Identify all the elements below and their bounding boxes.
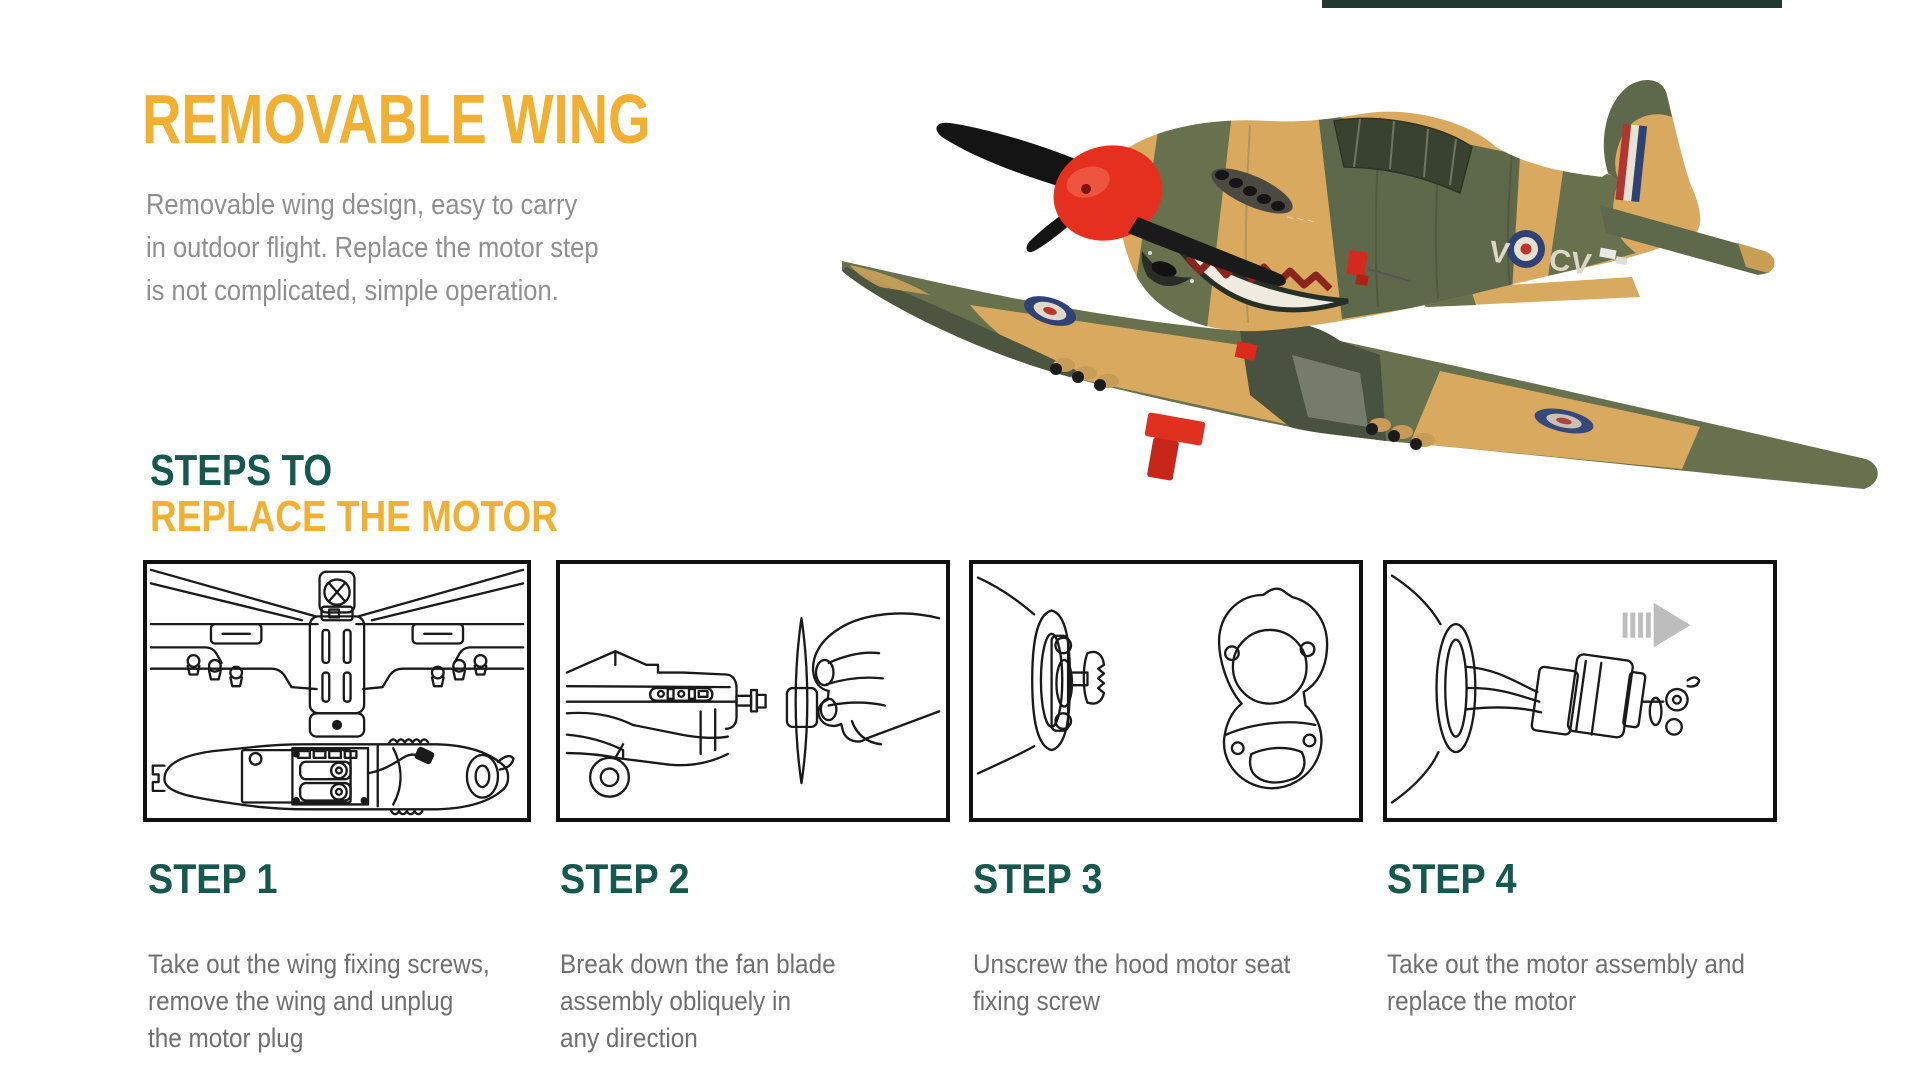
- wing-roundel-right: [1534, 408, 1594, 434]
- step-2-illustration-box: [556, 560, 950, 822]
- hand-pulling-propeller-diagram: [565, 612, 941, 798]
- step-2-caption-line-2: assembly obliquely in: [560, 986, 791, 1016]
- fuselage-code-left: V: [1487, 235, 1511, 270]
- exhaust-stubs: [1211, 168, 1293, 214]
- fuselage-code-right: CV: [1547, 243, 1593, 281]
- fuselage-red-latch: [1346, 250, 1411, 286]
- fin-flash: [1615, 123, 1648, 202]
- hero-description: Removable wing design, easy to carry in …: [146, 184, 599, 313]
- motor-assembly-removal-diagram: [1390, 574, 1701, 804]
- wing-underside-diagram: [149, 568, 525, 816]
- canopy: [1333, 117, 1473, 195]
- propeller-blade-upper: [936, 122, 1094, 195]
- chin-intake: [1141, 251, 1194, 286]
- step-4-caption-line-1: Take out the motor assembly and: [1387, 949, 1745, 979]
- step-2-caption-line-3: any direction: [560, 1023, 698, 1053]
- step-1-caption: Take out the wing fixing screws, remove …: [148, 946, 490, 1057]
- step-3-illustration-box: [969, 560, 1363, 822]
- step-1-caption-line-2: remove the wing and unplug: [148, 986, 454, 1016]
- step-3-caption-line-1: Unscrew the hood motor seat: [973, 949, 1291, 979]
- detached-wing: [842, 261, 1878, 489]
- step-3-caption: Unscrew the hood motor seat fixing screw: [973, 946, 1290, 1020]
- step-4-caption: Take out the motor assembly and replace …: [1387, 946, 1745, 1020]
- airplane-product-photo: V CV ~ ~ ~: [842, 80, 1878, 489]
- section-heading: STEPS TO REPLACE THE MOTOR: [150, 448, 636, 540]
- step-1-caption-line-1: Take out the wing fixing screws,: [148, 949, 490, 979]
- step-2-caption-line-1: Break down the fan blade: [560, 949, 836, 979]
- hero-description-line-3: is not complicated, simple operation.: [146, 275, 559, 307]
- step-4-caption-line-2: replace the motor: [1387, 986, 1577, 1016]
- step-1-label: STEP 1: [148, 855, 278, 902]
- script-nose-art: ~ ~ ~: [1286, 210, 1316, 228]
- hood-motor-seat-diagram: [976, 576, 1329, 790]
- direction-arrow: [1622, 602, 1691, 648]
- step-2-caption: Break down the fan blade assembly obliqu…: [560, 946, 836, 1057]
- step-4-illustration-box: [1383, 560, 1777, 822]
- spinner-cone: [1053, 145, 1163, 241]
- fuselage-roundel-marking: V CV: [1487, 230, 1593, 282]
- step-2-label: STEP 2: [560, 855, 690, 902]
- step-3-caption-line-2: fixing screw: [973, 986, 1100, 1016]
- tail-linkage: [1599, 247, 1628, 265]
- step-1-illustration-box: [143, 560, 531, 822]
- airplane-fuselage: V CV ~ ~ ~: [1117, 80, 1701, 332]
- stabilizer-right: [1600, 205, 1775, 275]
- wing-red-latch: [1144, 341, 1258, 481]
- wing-roundel-left: [1024, 296, 1076, 326]
- propeller-blade-lower: [1128, 217, 1286, 286]
- section-heading-line-1: STEPS TO: [150, 446, 333, 495]
- step-3-label: STEP 3: [973, 855, 1103, 902]
- step-1-caption-line-3: the motor plug: [148, 1023, 304, 1053]
- section-heading-line-2: REPLACE THE MOTOR: [150, 492, 558, 541]
- hero-description-line-1: Removable wing design, easy to carry: [146, 189, 578, 221]
- propeller: [936, 122, 1286, 286]
- page-title: REMOVABLE WING: [142, 80, 651, 158]
- wing-gun-nubs: [1050, 358, 1435, 450]
- step-4-label: STEP 4: [1387, 855, 1517, 902]
- hero-description-line-2: in outdoor flight. Replace the motor ste…: [146, 232, 599, 264]
- top-accent-bar: [1322, 0, 1782, 8]
